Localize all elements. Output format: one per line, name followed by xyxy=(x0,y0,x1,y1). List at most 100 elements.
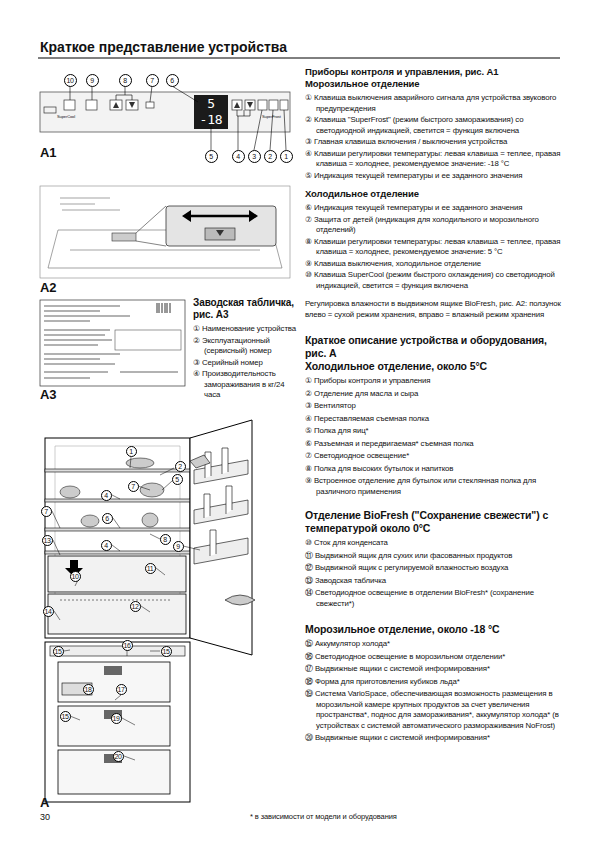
callout-text: 2 xyxy=(178,463,182,470)
callout-number: 7 xyxy=(146,74,159,87)
callout-text: 4 xyxy=(236,153,240,160)
callout-number: 15 xyxy=(161,646,172,657)
callout-number: 7 xyxy=(41,506,52,517)
callout-text: 6 xyxy=(170,77,174,84)
shelf xyxy=(45,469,190,472)
callout-text: 20 xyxy=(114,753,121,760)
list-item: ⑪ Выдвижной ящик для сухих или фасованны… xyxy=(305,551,563,562)
panel-button xyxy=(86,100,97,110)
callout-text: 17 xyxy=(117,686,124,693)
callout-text: 7 xyxy=(150,77,154,84)
panel-button xyxy=(64,100,75,110)
panel-button xyxy=(126,100,138,110)
callout-text: 7 xyxy=(131,483,135,490)
callout-number: 11 xyxy=(145,563,156,574)
double-arrow xyxy=(188,215,252,218)
callout-text: 4 xyxy=(104,492,108,499)
callout-number: 9 xyxy=(86,74,99,87)
figure-label: A2 xyxy=(40,281,56,295)
biofresh-drawer xyxy=(48,556,186,592)
freezer-drawer xyxy=(58,750,170,794)
page-title: Краткое представление устройства xyxy=(40,39,287,55)
callout-number: 13 xyxy=(42,535,53,546)
title-rule xyxy=(38,58,560,59)
food-item xyxy=(60,486,80,498)
callout-number: 6 xyxy=(102,513,113,524)
list-item: ⑫ Выдвижной ящик с регулируемой влажност… xyxy=(305,563,563,574)
food-item xyxy=(81,515,99,527)
food-item xyxy=(140,483,164,497)
arrow-key-symbol xyxy=(129,102,135,108)
list-item: ④ Переставляемая съемная полка xyxy=(305,414,563,425)
door-shelves xyxy=(194,460,248,564)
freezer-drawer xyxy=(58,706,170,746)
callout-number: 10 xyxy=(70,571,81,582)
arrow-key-symbol xyxy=(247,102,253,108)
callout-text: 4 xyxy=(104,542,108,549)
callout-number: 5 xyxy=(205,150,218,163)
callout-text: 8 xyxy=(163,536,167,543)
bottles xyxy=(204,448,232,556)
nameplate xyxy=(40,300,185,386)
section-heading: Заводская табличка, рис. A3 xyxy=(193,297,297,321)
callout-text: 2 xyxy=(268,153,272,160)
button-label: SuperCool xyxy=(57,114,75,119)
shelf xyxy=(45,528,190,531)
callout-number: 8 xyxy=(160,534,171,545)
callout-number: 1 xyxy=(280,150,293,163)
callout-text: 10 xyxy=(66,77,73,84)
callout-number: 16 xyxy=(122,640,133,651)
section-heading: Морозильное отделение xyxy=(305,78,563,90)
slider-detail xyxy=(166,206,276,246)
freezer-drawer xyxy=(58,662,170,702)
arrow-heads xyxy=(182,210,258,222)
shelf xyxy=(45,499,190,502)
section-heading: Приборы контроля и управления, рис. A1 xyxy=(305,66,563,78)
fridge-cabinet xyxy=(45,438,190,638)
callout-text: 15 xyxy=(162,648,169,655)
section-heading: Холодильное отделение xyxy=(305,188,563,200)
list-item: ① Наименование устройства xyxy=(193,324,297,335)
callout-text: 12 xyxy=(131,603,138,610)
paragraph: Регулировка влажности в выдвижном ящике … xyxy=(305,299,563,320)
list-item: ⑩ Сток для конденсата xyxy=(305,538,563,549)
panel-button xyxy=(232,100,242,110)
list-item: ⑧ Полка для высоких бутылок и напитков xyxy=(305,464,563,475)
arrow-key-symbol xyxy=(113,102,119,108)
callout-number: 14 xyxy=(43,606,54,617)
callout-number: 15 xyxy=(53,646,64,657)
list-item: ⑥ Индикация текущей температуры и ее зад… xyxy=(305,203,563,214)
callout-text: 6 xyxy=(105,515,109,522)
section-heading: Холодильное отделение, около 5°C xyxy=(305,360,563,373)
child-lock-indicator xyxy=(146,102,154,108)
list-item: ② Отделение для масла и сыра xyxy=(305,389,563,400)
nameplate-text-lines xyxy=(44,306,178,378)
display-value: 5 xyxy=(194,96,228,111)
humidity-slider xyxy=(112,233,136,241)
control-panel xyxy=(40,92,290,132)
list-item: ⑬ Заводская табличка xyxy=(305,576,563,587)
list-item: ⑳ Выдвижные ящики с системой информирова… xyxy=(305,733,563,744)
callout-text: 15 xyxy=(54,648,61,655)
fridge-door xyxy=(190,420,252,655)
figure-frame xyxy=(40,186,290,278)
list-item: ① Приборы контроля и управления xyxy=(305,376,563,387)
callout-number: 6 xyxy=(166,74,179,87)
section-heading: Морозильное отделение, около -18 °C xyxy=(305,623,563,636)
temperature-display xyxy=(194,95,228,129)
arrow-key-symbol xyxy=(234,102,240,108)
drawer-pattern xyxy=(60,600,172,601)
list-item: ③ Главная клавиша включения / выключения… xyxy=(305,137,563,148)
panel-button xyxy=(258,100,267,110)
callout-number: 15 xyxy=(60,711,71,722)
callout-text: 15 xyxy=(61,713,68,720)
panel-button xyxy=(110,100,122,110)
info-tag xyxy=(104,666,122,675)
callout-text: 8 xyxy=(123,77,127,84)
callout-text: 1 xyxy=(129,448,133,455)
callout-text: 5 xyxy=(209,153,213,160)
callout-text: 18 xyxy=(84,686,91,693)
list-item: ② Эксплуатационный (сервисный) номер xyxy=(193,336,297,357)
callout-number: 4 xyxy=(101,540,112,551)
list-item: ⑥ Разъемная и передвигаемая* съемная пол… xyxy=(305,439,563,450)
